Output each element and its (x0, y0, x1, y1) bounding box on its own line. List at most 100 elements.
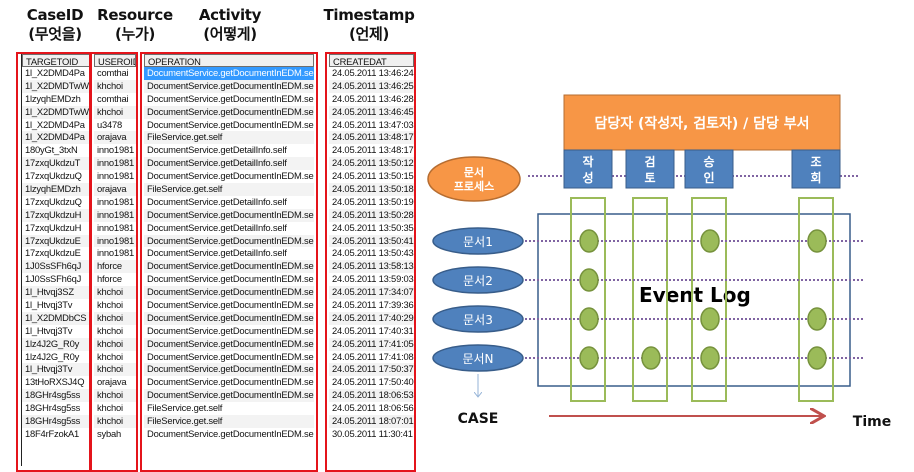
table-cell-useroid[interactable]: khchoi (94, 79, 136, 93)
table-cell-createdat[interactable]: 24.05.2011 13:48:17 (332, 144, 414, 156)
table-cell-useroid[interactable]: inno1981 (97, 221, 134, 233)
table-cell-targetoid[interactable]: 18GHr4sg5ss (22, 415, 90, 428)
table-cell-operation[interactable]: DocumentService.getDocumentInEDM.self (144, 208, 314, 222)
table-cell-targetoid[interactable]: 1lz4J2G_R0y (25, 350, 80, 362)
table-cell-operation[interactable]: DocumentService.getDetailInfo.self (147, 144, 287, 156)
table-cell-useroid[interactable]: u3478 (97, 118, 123, 130)
table-cell-targetoid[interactable]: 17zxqUkdzuQ (25, 170, 82, 182)
table-cell-operation[interactable]: DocumentService.getDetailInfo.self (147, 195, 287, 207)
table-cell-useroid[interactable]: khchoi (94, 105, 136, 119)
table-cell-useroid[interactable]: inno1981 (94, 208, 136, 222)
table-cell-operation[interactable]: DocumentService.getDocumentInEDM.self (144, 363, 314, 377)
table-cell-operation[interactable]: DocumentService.getDocumentInEDM.self (144, 337, 314, 351)
table-cell-useroid[interactable]: khchoi (94, 286, 136, 300)
table-cell-createdat[interactable]: 24.05.2011 13:46:45 (329, 105, 414, 119)
table-cell-operation[interactable]: DocumentService.getDetailInfo.self (144, 157, 314, 171)
table-cell-operation[interactable]: DocumentService.getDocumentInEDM.self (144, 79, 314, 93)
table-cell-useroid[interactable]: orajava (97, 376, 127, 388)
table-cell-createdat[interactable]: 24.05.2011 17:41:05 (329, 337, 414, 351)
column-header-operation[interactable]: OPERATION (144, 54, 314, 67)
table-cell-targetoid[interactable]: 1J0SsSFh6qJ (22, 260, 90, 274)
table-cell-targetoid[interactable]: 13tHoRXSJ4Q (25, 376, 85, 388)
table-cell-useroid[interactable]: khchoi (97, 299, 123, 311)
table-cell-createdat[interactable]: 24.05.2011 18:06:53 (329, 389, 414, 403)
table-cell-createdat[interactable]: 24.05.2011 13:46:28 (332, 92, 414, 104)
table-cell-operation[interactable]: FileService.get.self (144, 131, 314, 145)
table-cell-targetoid[interactable]: 18GHr4sg5ss (25, 402, 81, 414)
table-cell-createdat[interactable]: 24.05.2011 13:59:03 (332, 273, 414, 285)
table-cell-createdat[interactable]: 30.05.2011 11:30:41 (332, 427, 413, 439)
table-cell-useroid[interactable]: khchoi (94, 363, 136, 377)
table-cell-createdat[interactable]: 24.05.2011 17:50:37 (329, 363, 414, 377)
table-cell-operation[interactable]: DocumentService.getDocumentInEDM.self (144, 389, 314, 403)
table-cell-operation[interactable]: DocumentService.getDocumentInEDM.self (147, 170, 314, 182)
table-cell-useroid[interactable]: khchoi (94, 415, 136, 428)
table-cell-operation[interactable]: DocumentService.getDocumentInEDM.self (147, 376, 314, 388)
table-cell-targetoid[interactable]: 1J0SsSFh6qJ (25, 273, 82, 285)
table-cell-useroid[interactable]: hforce (97, 273, 122, 285)
table-cell-useroid[interactable]: sybah (97, 427, 122, 439)
table-cell-useroid[interactable]: khchoi (94, 311, 136, 325)
table-cell-createdat[interactable]: 24.05.2011 17:50:40 (332, 376, 414, 388)
table-cell-targetoid[interactable]: 1l_X2DMDTwW (22, 79, 90, 93)
table-cell-createdat[interactable]: 24.05.2011 13:50:12 (329, 157, 414, 171)
table-cell-operation[interactable]: DocumentService.getDocumentInEDM.self (147, 427, 314, 439)
table-cell-targetoid[interactable]: 17zxqUkdzuQ (25, 195, 82, 207)
table-cell-useroid[interactable]: khchoi (94, 389, 136, 403)
table-cell-targetoid[interactable]: 17zxqUkdzuT (22, 157, 90, 171)
table-cell-operation[interactable]: DocumentService.getDocumentInEDM.self (144, 67, 314, 80)
table-cell-createdat[interactable]: 24.05.2011 17:41:08 (332, 350, 414, 362)
table-cell-operation[interactable]: FileService.get.self (144, 415, 314, 428)
table-cell-createdat[interactable]: 24.05.2011 13:50:19 (332, 195, 414, 207)
table-cell-createdat[interactable]: 24.05.2011 13:50:43 (332, 247, 414, 259)
table-cell-operation[interactable]: FileService.get.self (144, 183, 314, 196)
table-cell-createdat[interactable]: 24.05.2011 13:48:17 (329, 131, 414, 145)
table-cell-operation[interactable]: DocumentService.getDocumentInEDM.self (147, 273, 314, 285)
table-cell-createdat[interactable]: 24.05.2011 13:50:15 (332, 170, 414, 182)
table-cell-targetoid[interactable]: 1l_Htvqj3Tv (22, 363, 90, 377)
table-cell-targetoid[interactable]: 1l_X2DMD4Pa (25, 67, 85, 78)
table-cell-useroid[interactable]: inno1981 (97, 170, 134, 182)
table-cell-useroid[interactable]: orajava (94, 183, 136, 196)
table-cell-operation[interactable]: FileService.get.self (147, 402, 223, 414)
table-cell-operation[interactable]: DocumentService.getDocumentInEDM.self (144, 105, 314, 119)
table-cell-operation[interactable]: DocumentService.getDocumentInEDM.self (144, 311, 314, 325)
table-cell-operation[interactable]: DocumentService.getDetailInfo.self (147, 221, 287, 233)
table-cell-createdat[interactable]: 24.05.2011 13:46:25 (329, 79, 414, 93)
table-cell-useroid[interactable]: hforce (94, 260, 136, 274)
table-cell-operation[interactable]: DocumentService.getDocumentInEDM.self (147, 350, 314, 362)
table-cell-targetoid[interactable]: 1l_X2DMDbCS (22, 311, 90, 325)
table-cell-targetoid[interactable]: 1l_X2DMDTwW (22, 105, 90, 119)
table-cell-createdat[interactable]: 24.05.2011 13:50:28 (329, 208, 414, 222)
table-cell-createdat[interactable]: 24.05.2011 17:40:29 (329, 311, 414, 325)
table-cell-useroid[interactable]: inno1981 (97, 247, 134, 259)
table-cell-createdat[interactable]: 24.05.2011 13:47:03 (332, 118, 414, 130)
table-cell-operation[interactable]: DocumentService.getDocumentInEDM.self (144, 286, 314, 300)
table-cell-targetoid[interactable]: 17zxqUkdzuE (25, 247, 81, 259)
table-cell-createdat[interactable]: 24.05.2011 17:39:36 (332, 299, 414, 311)
table-cell-targetoid[interactable]: 18F4rFzokA1 (25, 427, 80, 439)
table-cell-targetoid[interactable]: 1lzyqhEMDzh (22, 183, 90, 196)
table-cell-targetoid[interactable]: 180yGt_3txN (25, 144, 78, 156)
table-cell-useroid[interactable]: comthai (97, 92, 129, 104)
table-cell-targetoid[interactable]: 1l_X2DMD4Pa (25, 118, 85, 130)
table-cell-createdat[interactable]: 24.05.2011 13:46:24 (332, 67, 414, 78)
column-header-useroid[interactable]: USEROID (94, 54, 136, 67)
table-cell-targetoid[interactable]: 1l_X2DMD4Pa (22, 131, 90, 145)
table-cell-targetoid[interactable]: 17zxqUkdzuH (22, 208, 90, 222)
table-cell-targetoid[interactable]: 1l_Htvqj3Tv (25, 299, 73, 311)
table-cell-operation[interactable]: DocumentService.getDetailInfo.self (147, 247, 287, 259)
table-cell-operation[interactable]: DocumentService.getDocumentInEDM.self (144, 234, 314, 248)
table-cell-useroid[interactable]: khchoi (97, 350, 123, 362)
table-cell-createdat[interactable]: 24.05.2011 18:06:56 (332, 402, 414, 414)
table-cell-useroid[interactable]: inno1981 (97, 195, 134, 207)
table-cell-useroid[interactable]: inno1981 (97, 144, 134, 156)
table-cell-targetoid[interactable]: 1lz4J2G_R0y (22, 337, 90, 351)
table-cell-createdat[interactable]: 24.05.2011 13:50:35 (332, 221, 414, 233)
table-cell-operation[interactable]: DocumentService.getDocumentInEDM.self (147, 92, 314, 104)
table-cell-createdat[interactable]: 24.05.2011 13:50:18 (329, 183, 414, 196)
table-cell-targetoid[interactable]: 1l_Htvqj3SZ (22, 286, 90, 300)
table-cell-operation[interactable]: DocumentService.getDocumentInEDM.self (147, 324, 314, 336)
table-cell-useroid[interactable]: khchoi (94, 337, 136, 351)
column-header-createdat[interactable]: CREATEDAT (329, 54, 414, 67)
